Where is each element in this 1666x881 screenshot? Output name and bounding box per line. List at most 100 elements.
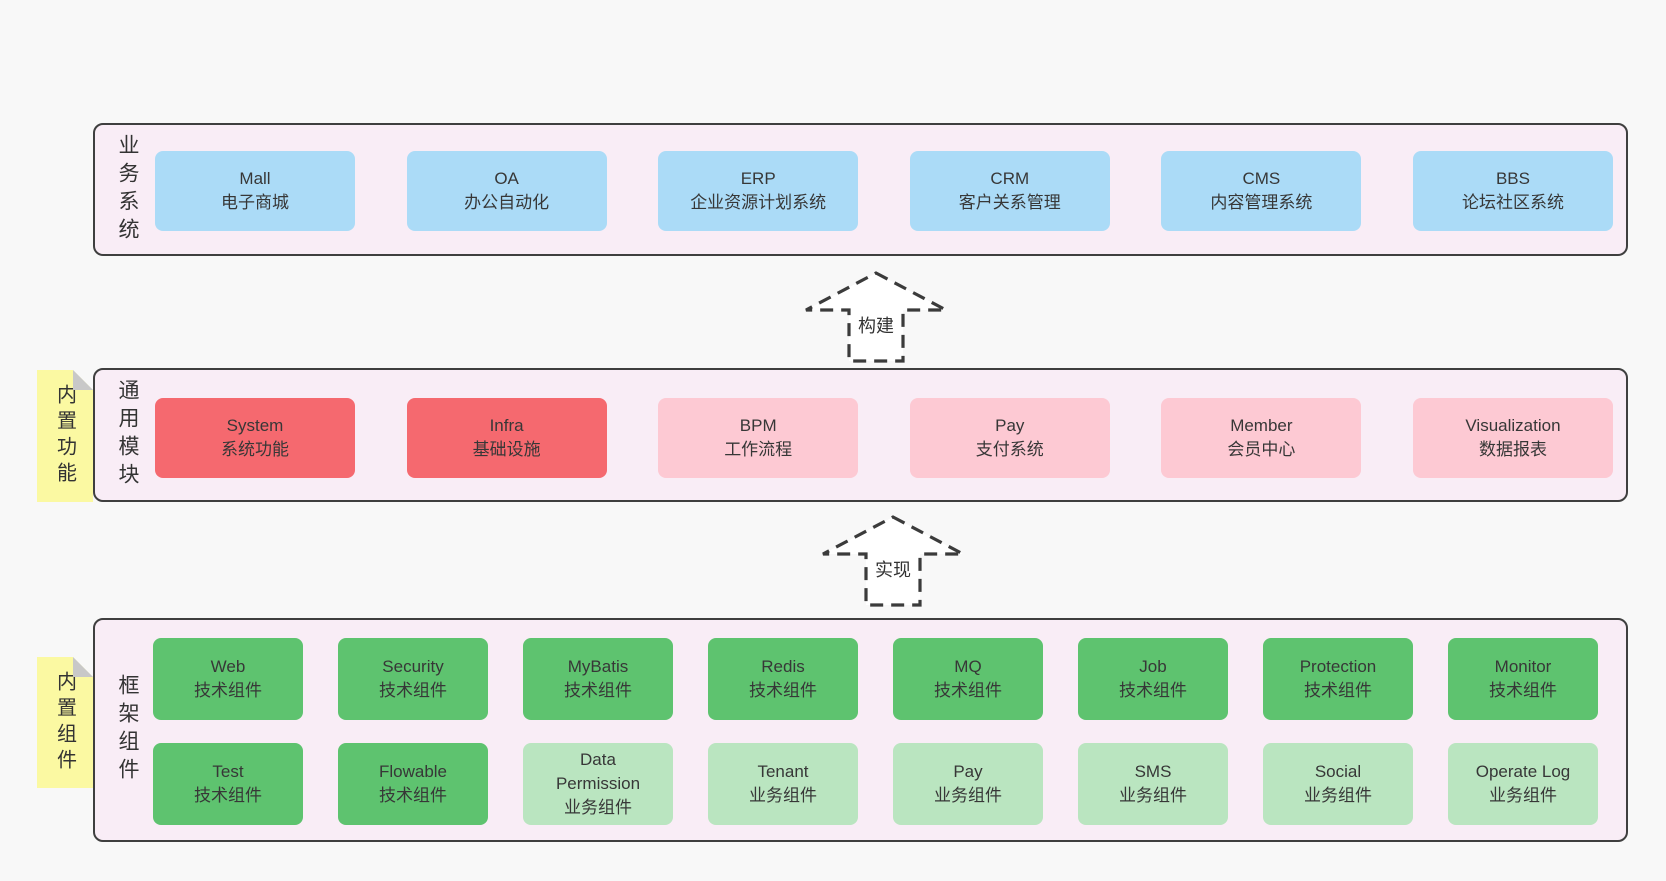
box-title: Tenant (757, 762, 809, 782)
box-title: Job (1139, 657, 1167, 677)
box-subtitle: 业务组件 (1304, 786, 1372, 805)
box-protection: Protection 技术组件 (1263, 638, 1413, 720)
box-subtitle: 技术组件 (194, 681, 262, 700)
box-subtitle: 工作流程 (724, 440, 793, 459)
box-title: Operate Log (1475, 762, 1571, 782)
box-data-permission: Data Permission 业务组件 (523, 743, 673, 825)
box-title: CMS (1242, 169, 1281, 189)
box-test: Test 技术组件 (153, 743, 303, 825)
box-mq: MQ 技术组件 (893, 638, 1043, 720)
box-oa: OA 办公自动化 (406, 151, 607, 231)
framework-components-row-2: Test 技术组件 Flowable 技术组件 Data Permission … (153, 743, 1598, 825)
box-operate-log: Operate Log 业务组件 (1448, 743, 1598, 825)
box-subtitle: 客户关系管理 (958, 193, 1061, 212)
box-subtitle: 数据报表 (1478, 440, 1547, 459)
box-subtitle: 电子商城 (221, 193, 289, 212)
box-bpm: BPM 工作流程 (658, 398, 859, 478)
box-cms: CMS 内容管理系统 (1161, 151, 1362, 231)
box-mall: Mall 电子商城 (155, 151, 355, 231)
box-tenant: Tenant 业务组件 (708, 743, 858, 825)
section-label-business-systems: 业务系统 (116, 133, 139, 246)
arrow-implement: 实现 (820, 514, 966, 608)
box-social: Social 业务组件 (1263, 743, 1413, 825)
box-title: Protection (1299, 657, 1377, 677)
box-job: Job 技术组件 (1078, 638, 1228, 720)
box-subtitle: 业务组件 (564, 797, 632, 817)
box-member: Member 会员中心 (1161, 398, 1362, 478)
box-subtitle: 技术组件 (379, 786, 447, 805)
box-subtitle: 支付系统 (975, 440, 1044, 459)
arrow-implement-label: 实现 (872, 556, 914, 582)
box-subtitle: 技术组件 (934, 681, 1002, 700)
box-subtitle: 内容管理系统 (1210, 193, 1313, 212)
box-sms: SMS 业务组件 (1078, 743, 1228, 825)
box-pay-business: Pay 业务组件 (893, 743, 1043, 825)
box-title: SMS (1134, 762, 1172, 782)
box-title: BBS (1495, 169, 1530, 189)
box-title: Flowable (378, 762, 448, 782)
sticky-note-builtin-components: 内置组件 (37, 657, 93, 788)
common-modules-row: System 系统功能 Infra 基础设施 BPM 工作流程 Pay 支付系统… (155, 398, 1613, 478)
framework-components-row-1: Web 技术组件 Security 技术组件 MyBatis 技术组件 Redi… (153, 638, 1598, 720)
box-subtitle: 办公自动化 (464, 193, 550, 212)
box-subtitle: 技术组件 (749, 681, 817, 700)
box-subtitle: 业务组件 (1489, 786, 1557, 805)
box-subtitle: 论坛社区系统 (1461, 193, 1564, 212)
box-subtitle: 基础设施 (472, 440, 541, 459)
box-title: Redis (761, 657, 805, 677)
section-business-systems: 业务系统 Mall 电子商城 OA 办公自动化 ERP 企业资源计划系统 CRM… (93, 123, 1628, 256)
box-title: Member (1230, 416, 1293, 436)
box-subtitle: 技术组件 (1119, 681, 1187, 700)
box-title: Web (210, 657, 246, 677)
box-subtitle: 技术组件 (564, 681, 632, 700)
box-subtitle: 业务组件 (934, 786, 1002, 805)
box-title: CRM (990, 169, 1030, 189)
box-title: Pay (953, 762, 983, 782)
box-title: Test (212, 762, 244, 782)
box-subtitle: 技术组件 (194, 786, 262, 805)
box-subtitle: 技术组件 (1489, 681, 1557, 700)
sticky-note-label: 内置组件 (53, 670, 76, 775)
sticky-note-label: 内置功能 (53, 384, 76, 488)
box-mybatis: MyBatis 技术组件 (523, 638, 673, 720)
box-title: MQ (954, 657, 982, 677)
box-system: System 系统功能 (155, 398, 355, 478)
box-pay: Pay 支付系统 (909, 398, 1110, 478)
box-title: MyBatis (567, 657, 629, 677)
box-bbs: BBS 论坛社区系统 (1412, 151, 1613, 231)
section-label-framework-components: 框架组件 (116, 674, 139, 786)
box-flowable: Flowable 技术组件 (338, 743, 488, 825)
box-redis: Redis 技术组件 (708, 638, 858, 720)
box-title: ERP (740, 169, 776, 189)
box-subtitle: 系统功能 (221, 440, 289, 459)
box-title: Visualization (1465, 416, 1561, 436)
box-title: Security (382, 657, 444, 677)
arrow-build-label: 构建 (855, 312, 897, 338)
box-title: Monitor (1494, 657, 1552, 677)
box-title: OA (494, 169, 519, 189)
section-framework-components: 框架组件 Web 技术组件 Security 技术组件 MyBatis 技术组件… (93, 618, 1628, 842)
box-title: System (226, 416, 284, 436)
box-security: Security 技术组件 (338, 638, 488, 720)
box-title: Social (1314, 762, 1362, 782)
section-common-modules: 通用模块 System 系统功能 Infra 基础设施 BPM 工作流程 Pay… (93, 368, 1628, 502)
box-title: Mall (239, 169, 271, 189)
box-title: Infra (489, 416, 524, 436)
box-visualization: Visualization 数据报表 (1412, 398, 1613, 478)
section-label-common-modules: 通用模块 (116, 379, 139, 491)
box-title: Pay (995, 416, 1025, 436)
business-systems-row: Mall 电子商城 OA 办公自动化 ERP 企业资源计划系统 CRM 客户关系… (155, 151, 1613, 231)
arrow-build: 构建 (803, 270, 949, 364)
box-erp: ERP 企业资源计划系统 (658, 151, 859, 231)
box-subtitle: 会员中心 (1227, 440, 1296, 459)
box-subtitle: 业务组件 (1119, 786, 1187, 805)
box-subtitle: 业务组件 (749, 786, 817, 805)
box-title: Data Permission (555, 750, 641, 794)
box-subtitle: 企业资源计划系统 (690, 193, 827, 212)
box-web: Web 技术组件 (153, 638, 303, 720)
box-title: BPM (739, 416, 777, 436)
box-crm: CRM 客户关系管理 (909, 151, 1110, 231)
box-subtitle: 技术组件 (1304, 681, 1372, 700)
box-subtitle: 技术组件 (379, 681, 447, 700)
